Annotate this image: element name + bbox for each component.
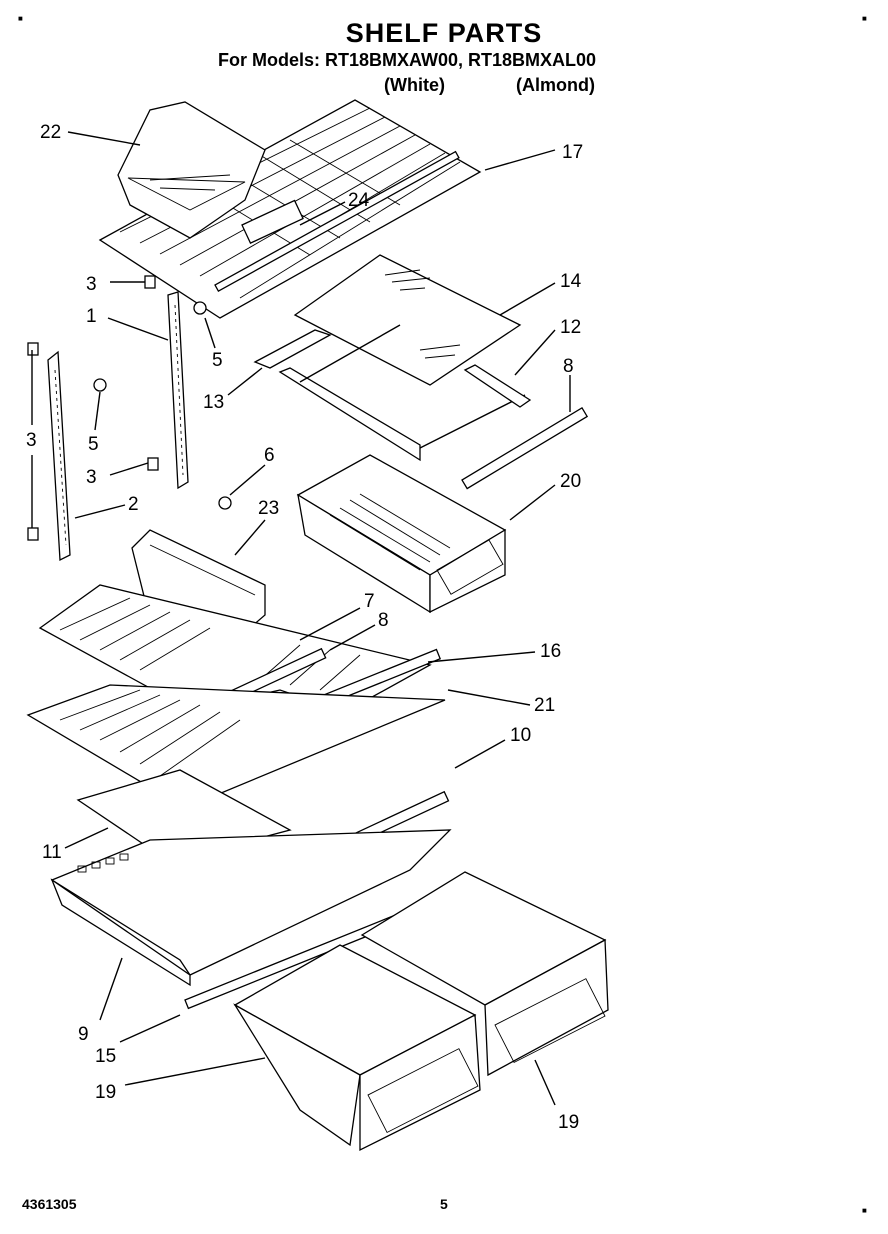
part-22-door-bin <box>117 101 266 239</box>
part-8-rail <box>461 407 589 490</box>
callout-23: 23 <box>258 498 279 519</box>
page-title: SHELF PARTS <box>345 18 543 48</box>
part-5-screw <box>193 301 207 315</box>
callout-17: 17 <box>562 142 583 163</box>
corner-mark: ■ <box>18 14 23 23</box>
part-3-clip <box>27 342 39 356</box>
corner-mark: ■ <box>862 1206 867 1215</box>
callout-20: 20 <box>560 471 581 492</box>
callout-2: 2 <box>128 494 139 515</box>
models-line: For Models: RT18BMXAW00, RT18BMXAL00 <box>218 50 597 70</box>
callout-22: 22 <box>40 122 61 143</box>
variant-white: (White) <box>384 75 445 95</box>
callout-8: 8 <box>378 610 389 631</box>
part-2-shelf-rail <box>47 350 71 562</box>
callout-10: 10 <box>510 725 531 746</box>
part-9-crisper-cover <box>50 829 452 987</box>
callout-1: 1 <box>86 306 97 327</box>
part-19-crisper-drawer-left <box>233 944 481 1152</box>
part-12-shelf-frame <box>253 324 532 462</box>
callout-9: 9 <box>78 1024 89 1045</box>
callout-24: 24 <box>348 190 370 211</box>
part-1-shelf-rail <box>167 291 189 490</box>
callout-5: 5 <box>212 350 223 371</box>
callout-labels: 22 17 24 3 1 5 14 12 13 8 3 5 3 6 20 2 2… <box>26 122 583 1133</box>
corner-mark: ■ <box>862 14 867 23</box>
variant-almond: (Almond) <box>516 75 595 95</box>
callout-3: 3 <box>86 467 97 488</box>
doc-number: 4361305 <box>22 1196 77 1212</box>
callout-5: 5 <box>88 434 99 455</box>
callout-3: 3 <box>26 430 37 451</box>
page-number: 5 <box>440 1196 448 1212</box>
callout-14: 14 <box>560 271 582 292</box>
part-19-crisper-drawer-right <box>360 871 609 1077</box>
part-3-clip <box>144 275 156 289</box>
callout-6: 6 <box>264 445 275 466</box>
part-20-crisper-drawer <box>296 454 507 614</box>
part-16-wire-shelf <box>38 584 432 713</box>
callout-3: 3 <box>86 274 97 295</box>
part-3-clip <box>147 457 159 471</box>
part-3-clip <box>27 527 39 541</box>
callout-19: 19 <box>95 1082 116 1103</box>
part-5-screw <box>93 378 107 392</box>
callout-13: 13 <box>203 392 224 413</box>
callout-21: 21 <box>534 695 555 716</box>
part-6-screw <box>218 496 232 510</box>
callout-15: 15 <box>95 1046 116 1067</box>
callout-7: 7 <box>364 591 375 612</box>
part-14-glass-shelf <box>293 254 522 386</box>
callout-16: 16 <box>540 641 561 662</box>
callout-11: 11 <box>42 842 62 863</box>
callout-12: 12 <box>560 317 581 338</box>
part-21-wire-shelf <box>26 684 446 809</box>
callout-19: 19 <box>558 1112 579 1133</box>
callout-8: 8 <box>563 356 574 377</box>
part-24-clip <box>241 199 304 244</box>
